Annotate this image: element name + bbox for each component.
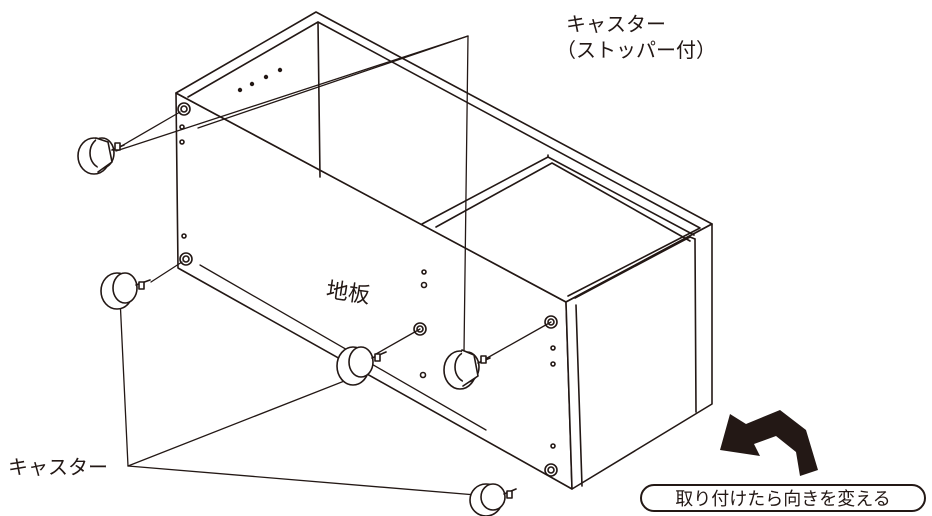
- leader-lines: [115, 35, 552, 497]
- caster-plain-center: [336, 346, 387, 386]
- caster-stopper-sublabel: （ストッパー付）: [556, 38, 716, 62]
- caster-stopper-label: キャスター: [566, 12, 666, 36]
- cabinet-body: [175, 11, 713, 490]
- caster-plain-label: キャスター: [8, 455, 108, 479]
- caster-plain-left: [100, 272, 151, 310]
- caster-with-stopper-left: [77, 137, 125, 175]
- instruction-note: 取り付けたら向きを変える: [640, 484, 926, 512]
- caster-with-stopper-right: [443, 349, 491, 390]
- caster-plain-bottom: [469, 483, 517, 516]
- caster-holes: [177, 102, 558, 477]
- side-panel: [565, 223, 713, 490]
- curved-rotate-arrow-icon: [720, 410, 818, 476]
